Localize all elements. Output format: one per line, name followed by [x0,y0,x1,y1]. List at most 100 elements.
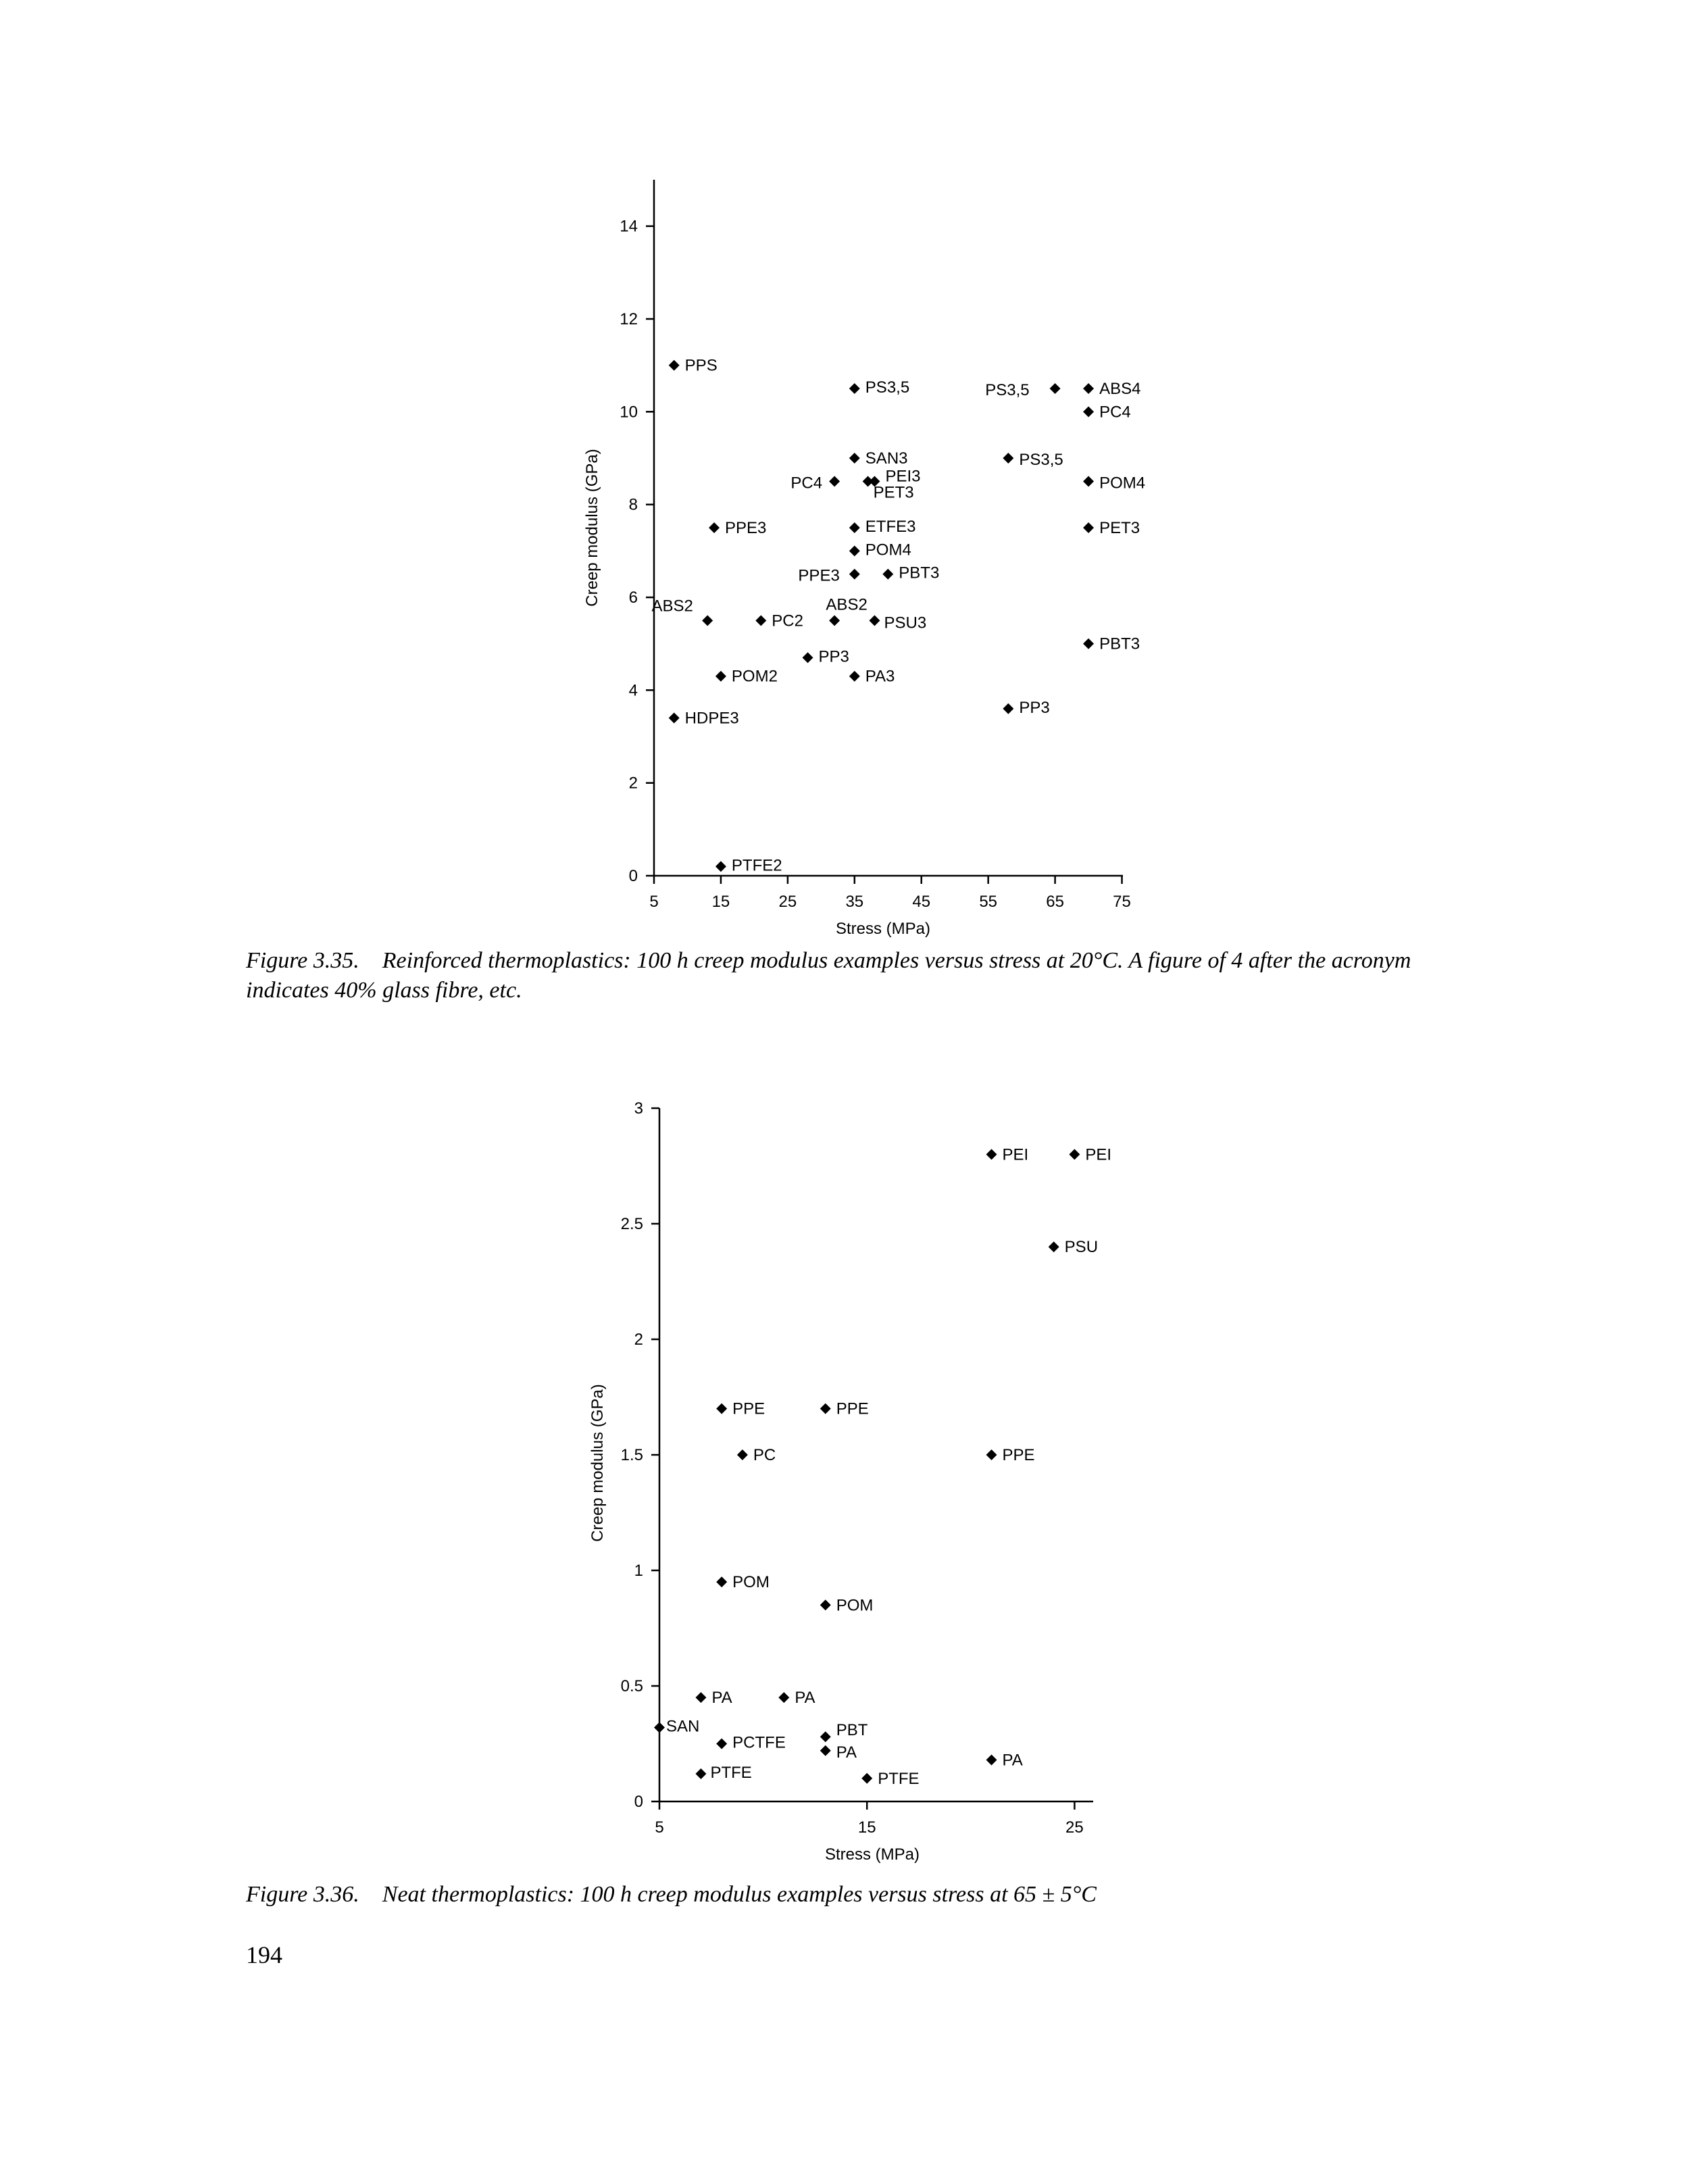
data-point-label: POM2 [732,668,778,686]
figure-number-2: Figure 3.36. [246,1882,359,1907]
data-point-label: PP3 [819,647,849,666]
figure-caption-text-1: Reinforced thermoplastics: 100 h creep m… [246,948,1411,1003]
x-tick-label: 75 [1113,893,1131,911]
data-point-label: PPS [685,357,718,375]
data-point-label: ETFE3 [865,518,916,536]
data-point-marker [829,476,840,487]
data-point-marker [654,1722,665,1733]
data-point-label: PA [711,1689,732,1707]
y-tick-label: 6 [629,589,638,607]
data-point-marker [849,545,860,557]
figure-number-1: Figure 3.35. [246,948,359,973]
data-point-marker [778,1692,790,1704]
x-axis-title: Stress (MPa) [836,920,930,938]
figure-caption-text-2: Neat thermoplastics: 100 h creep modulus… [382,1882,1097,1907]
data-point-label: ABS2 [826,595,867,614]
data-point-label: PEI [1003,1145,1029,1164]
data-point-marker [1048,1241,1059,1253]
data-point-marker [1069,1149,1080,1160]
x-axis-title: Stress (MPa) [825,1845,920,1864]
x-tick-label: 5 [649,893,658,911]
y-tick-label: 1.5 [621,1446,643,1464]
data-point-marker [1083,383,1095,394]
data-point-marker [1003,453,1014,464]
data-point-marker [1083,476,1095,487]
data-point-label: SAN3 [865,449,908,468]
data-point-label: ABS2 [651,597,693,615]
data-point-marker [716,1738,728,1749]
data-point-marker [882,568,894,580]
x-tick-label: 65 [1046,893,1064,911]
data-point-marker [715,861,726,872]
data-point-label: POM4 [1099,474,1145,492]
data-point-marker [802,652,813,664]
data-point-label: PA [836,1743,857,1762]
data-point-marker [820,1731,831,1743]
page-number: 194 [246,1941,282,1968]
data-point-label: PC2 [772,612,803,630]
y-tick-label: 1 [634,1562,643,1580]
data-point-label: PPE3 [798,567,839,585]
data-point-label: PC4 [1099,403,1131,421]
data-point-label: PBT3 [1099,635,1140,653]
data-point-label: PC [753,1446,776,1464]
x-tick-label: 25 [1065,1818,1084,1837]
data-point-label: PSU [1065,1238,1098,1256]
data-point-marker [986,1449,997,1460]
data-point-marker [695,1768,707,1779]
data-point-marker [1003,703,1014,714]
data-point-marker [861,1772,873,1784]
data-point-label: PTFE2 [732,856,782,874]
data-point-label: PTFE [878,1770,919,1788]
y-tick-label: 0 [634,1793,643,1811]
data-point-label: POM [836,1596,874,1614]
data-point-label: POM [732,1573,770,1591]
data-point-marker [1083,406,1095,418]
data-point-label: PPE [836,1400,869,1418]
x-tick-label: 55 [979,893,997,911]
data-point-label: PPE [732,1400,765,1418]
data-point-marker [1083,638,1095,649]
data-point-marker [820,1403,831,1414]
data-point-label: PBT [836,1721,868,1739]
data-point-marker [709,522,720,533]
data-point-marker [849,670,860,682]
figure-caption-1: Figure 3.35.Reinforced thermoplastics: 1… [246,946,1462,1005]
data-point-marker [736,1449,748,1460]
data-point-marker [702,615,713,626]
y-axis-title: Creep modulus (GPa) [583,449,601,606]
data-point-marker [869,476,880,487]
x-tick-label: 45 [912,893,930,911]
data-point-marker [695,1692,707,1704]
data-point-label: PET3 [874,483,914,501]
data-point-label: PA [1003,1751,1023,1769]
data-point-marker [755,615,767,626]
data-point-label: PS3,5 [1019,451,1063,469]
data-point-label: SAN [666,1718,699,1736]
data-point-label: PP3 [1019,699,1049,717]
data-point-label: ABS4 [1099,380,1140,398]
data-point-label: PS3,5 [865,378,909,397]
data-point-marker [668,712,680,724]
data-point-marker [716,1403,728,1414]
data-point-marker [668,359,680,371]
y-tick-label: 0.5 [621,1677,643,1695]
data-point-marker [1083,522,1095,533]
data-point-label: PEI [1085,1145,1111,1164]
data-point-label: PC4 [790,474,822,492]
data-point-marker [849,568,860,580]
data-point-label: HDPE3 [685,710,739,728]
data-point-marker [986,1754,997,1766]
data-point-marker [820,1599,831,1611]
data-point-label: PCTFE [732,1734,786,1752]
data-point-label: PS3,5 [985,381,1029,399]
y-axis-title: Creep modulus (GPa) [588,1384,607,1541]
data-point-marker [849,383,860,394]
y-tick-label: 2.5 [621,1215,643,1233]
data-point-marker [986,1149,997,1160]
y-tick-label: 12 [620,310,638,328]
data-point-marker [820,1745,831,1756]
y-tick-label: 4 [629,681,638,699]
